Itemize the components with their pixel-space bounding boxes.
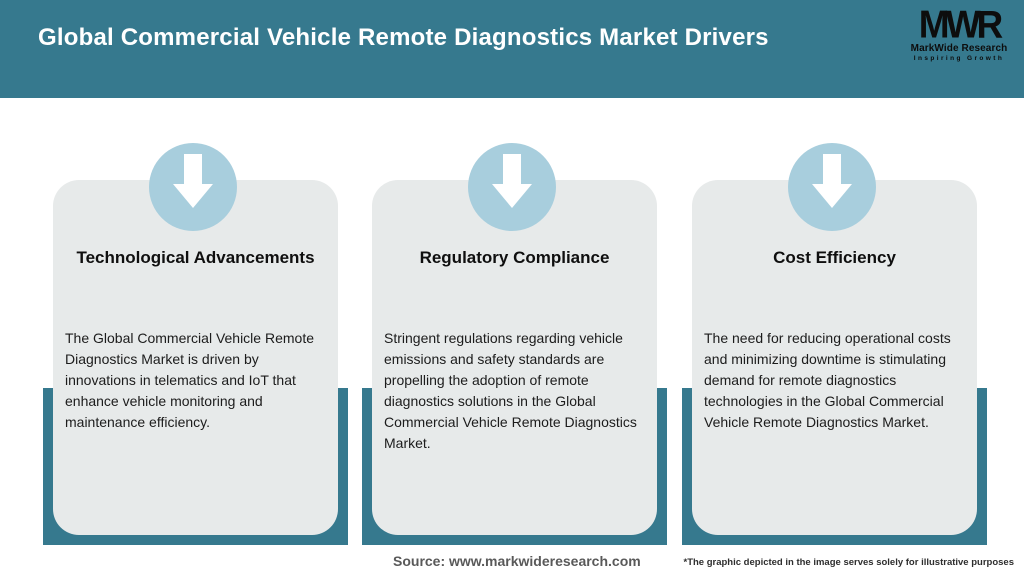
card-description: The Global Commercial Vehicle Remote Dia… [65, 330, 314, 430]
header-bar: Global Commercial Vehicle Remote Diagnos… [0, 0, 1024, 98]
card-title: Regulatory Compliance [419, 248, 610, 267]
logo-name: MarkWide Research [910, 43, 1008, 54]
logo-acronym: MWR [918, 3, 1003, 46]
driver-card-regulatory-compliance: Regulatory Compliance Stringent regulati… [372, 180, 657, 535]
arrow-glyph [812, 154, 852, 208]
driver-card-technological-advancements: Technological Advancements The Global Co… [53, 180, 338, 535]
down-arrow-icon [468, 143, 556, 231]
down-arrow-icon [788, 143, 876, 231]
markwide-logo: MWR MarkWide Research Inspiring Growth [906, 3, 1012, 62]
down-arrow-icon [149, 143, 237, 231]
source-text: Source: www.markwideresearch.com [393, 553, 641, 569]
driver-card-cost-efficiency: Cost Efficiency The need for reducing op… [692, 180, 977, 535]
card-description: The need for reducing operational costs … [704, 330, 951, 430]
card-title: Technological Advancements [76, 248, 315, 267]
page-title: Global Commercial Vehicle Remote Diagnos… [38, 24, 769, 51]
card-title: Cost Efficiency [773, 248, 896, 267]
disclaimer-text: *The graphic depicted in the image serve… [683, 557, 1015, 568]
card-description: Stringent regulations regarding vehicle … [384, 330, 637, 451]
logo-tagline: Inspiring Growth [913, 55, 1005, 62]
arrow-glyph [492, 154, 532, 208]
arrow-glyph [173, 154, 213, 208]
